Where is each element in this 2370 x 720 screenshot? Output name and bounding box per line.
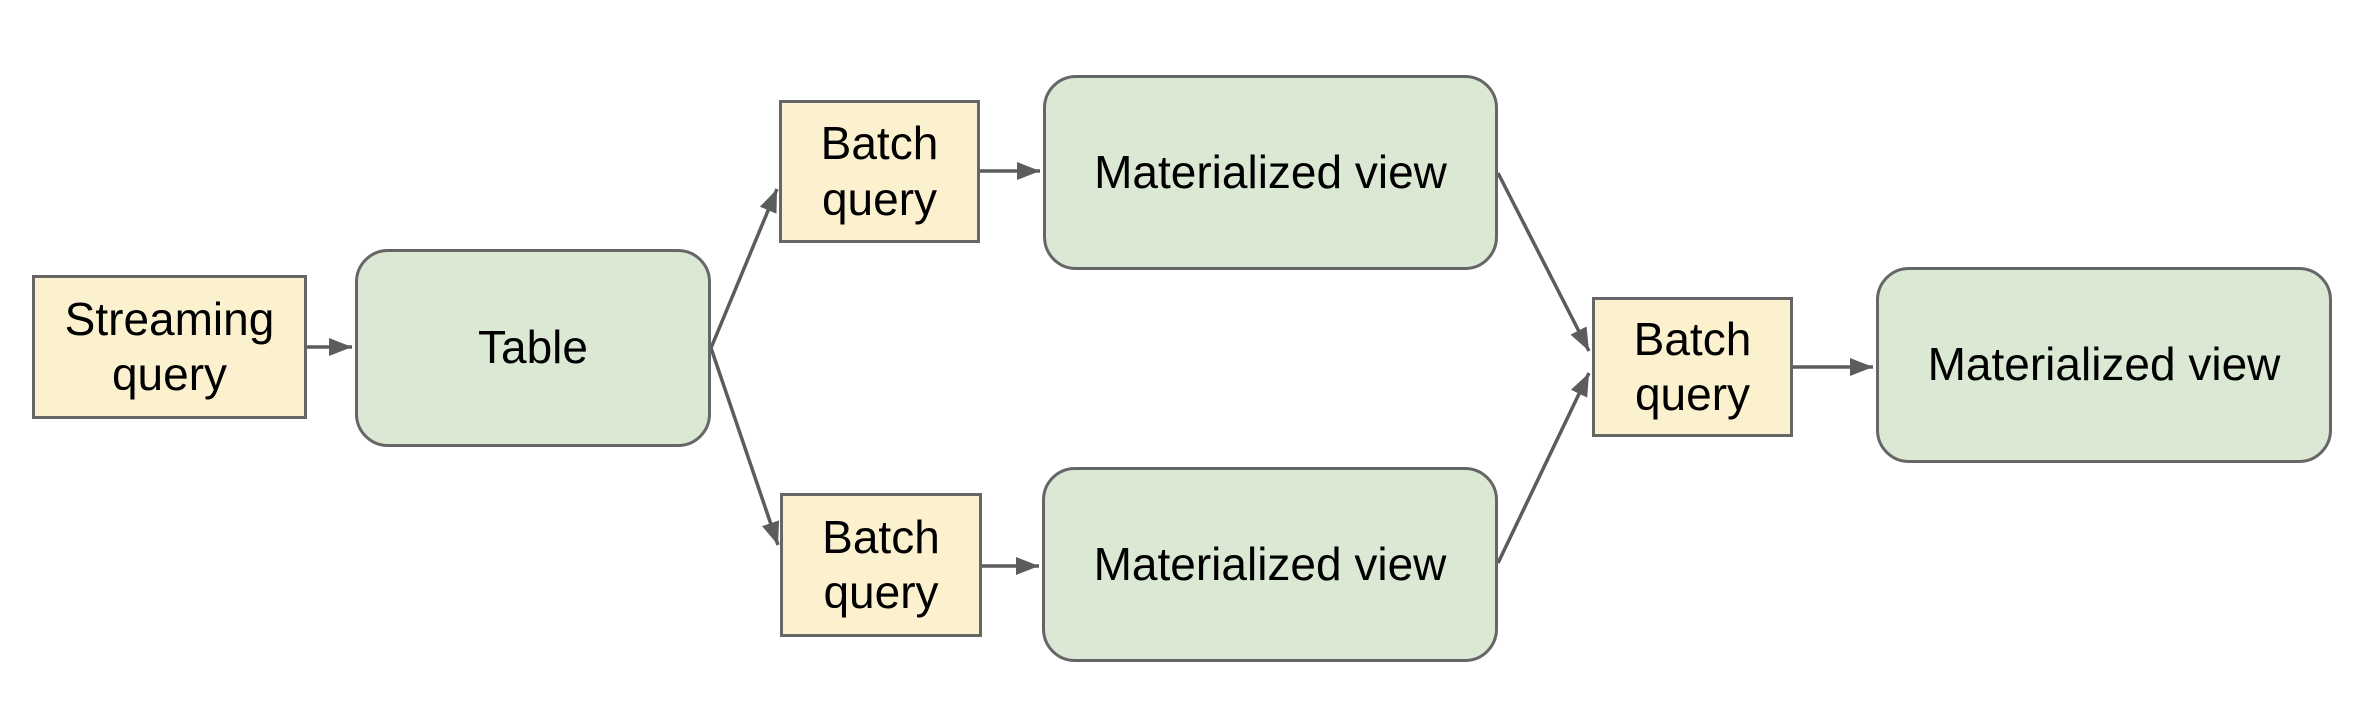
node-batch-query-bottom-label: Batch query (822, 510, 940, 618)
connector-table-to-batch-query-bottom (709, 347, 780, 546)
node-batch-query-right-label: Batch query (1633, 312, 1752, 420)
connector-materialized-view-bottom-to-batch-query-right (1496, 372, 1591, 564)
node-batch-query-bottom: Batch query (780, 493, 982, 637)
node-materialized-view-right-label: Materialized view (1927, 338, 2281, 391)
node-materialized-view-bottom-label: Materialized view (1093, 537, 1447, 590)
node-materialized-view-right: Materialized view (1876, 267, 2332, 463)
node-materialized-view-top: Materialized view (1043, 75, 1498, 270)
node-table-label: Table (478, 321, 588, 374)
node-streaming-query-label: Streaming query (64, 292, 275, 400)
node-batch-query-top-label: Batch query (820, 117, 939, 225)
node-materialized-view-bottom: Materialized view (1042, 467, 1498, 662)
node-table: Table (355, 249, 711, 447)
node-batch-query-top: Batch query (779, 100, 980, 243)
node-materialized-view-top-label: Materialized view (1094, 145, 1447, 198)
connector-table-to-batch-query-top (709, 188, 779, 349)
node-batch-query-right: Batch query (1592, 297, 1793, 437)
connector-materialized-view-top-to-batch-query-right (1496, 172, 1591, 352)
node-streaming-query: Streaming query (32, 275, 307, 419)
